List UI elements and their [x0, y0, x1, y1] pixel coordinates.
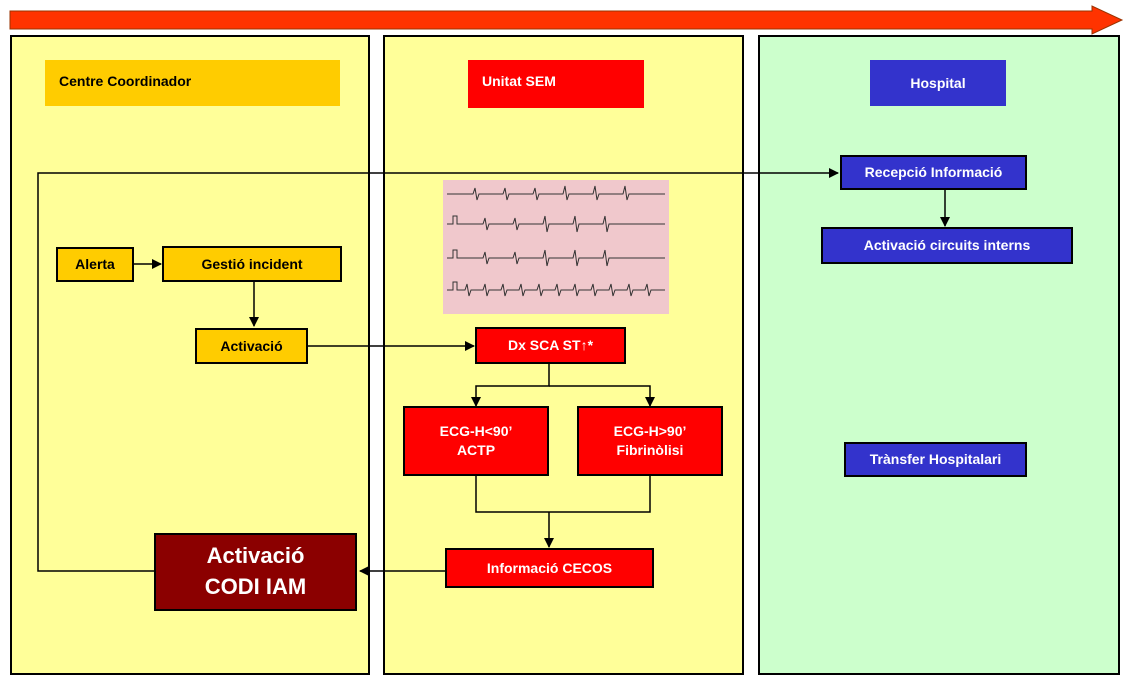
ecg-trace-icon [447, 185, 665, 297]
node-gestio-incident: Gestió incident [162, 246, 342, 282]
lane-header-hospital: Hospital [870, 60, 1006, 106]
node-activacio: Activació [195, 328, 308, 364]
node-ecg-gt90-fibrinolisi: ECG-H>90’ Fibrinòlisi [577, 406, 723, 476]
ecg-strip-image [443, 180, 669, 314]
node-ecg-lt90-actp: ECG-H<90’ ACTP [403, 406, 549, 476]
node-transfer-hospitalari: Trànsfer Hospitalari [844, 442, 1027, 477]
node-dx-sca: Dx SCA ST↑* [475, 327, 626, 364]
node-alerta: Alerta [56, 247, 134, 282]
node-activacio-circuits-interns: Activació circuits interns [821, 227, 1073, 264]
node-informacio-cecos: Informació CECOS [445, 548, 654, 588]
node-recepcio-informacio: Recepció Informació [840, 155, 1027, 190]
lane-hospital [758, 35, 1120, 675]
timeline-arrow [9, 5, 1124, 35]
lane-header-unitat-sem: Unitat SEM [468, 60, 644, 108]
lane-header-centre-coordinador: Centre Coordinador [45, 60, 340, 106]
flow-connectors [37, 168, 950, 576]
node-activacio-codi-iam: Activació CODI IAM [154, 533, 357, 611]
